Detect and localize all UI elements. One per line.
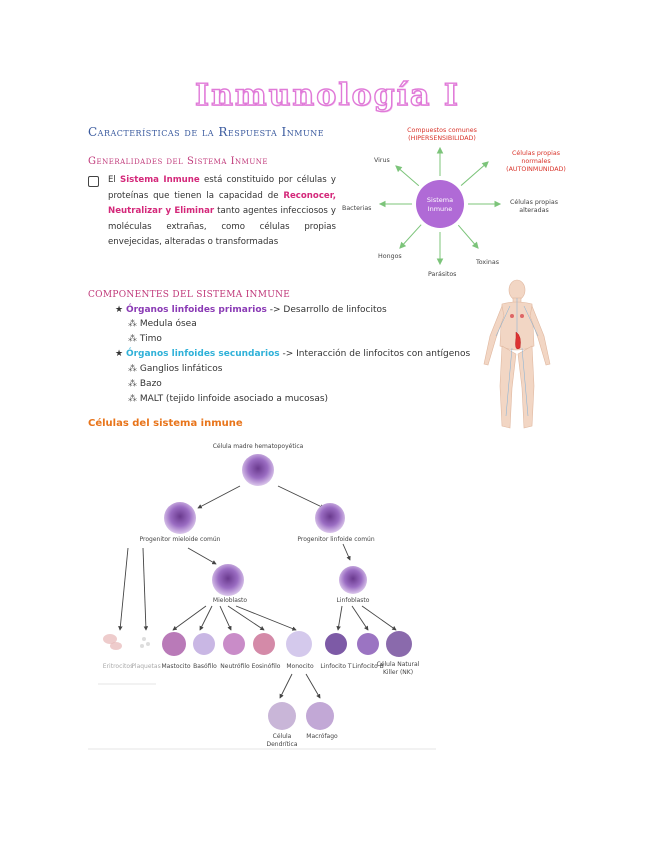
tree-leaf-label: Mastocito: [162, 663, 191, 670]
circle-label-2: Inmune: [428, 205, 453, 213]
sub-bullet-icon: ⁂: [128, 394, 140, 404]
tree-leaf-label: Basófilo: [193, 663, 217, 670]
diagram-label-top-left: Virus: [374, 157, 390, 164]
diagram-label-left: Bacterias: [342, 205, 371, 212]
paragraph-part: Sistema Inmune: [120, 175, 200, 185]
tree-leaf-label: Plaquetas: [131, 663, 160, 670]
diagram-arrow: [460, 161, 489, 186]
diagram-label-bottom: Parásitos: [428, 270, 456, 278]
diagram-label-top-right: normales: [521, 158, 550, 165]
tree-derived-label: Dendrítica: [266, 741, 297, 748]
lymphatic-body-figure: [483, 279, 551, 429]
diagram-arrowhead: [471, 241, 479, 249]
sub-bullet-icon: ⁂: [128, 379, 140, 389]
component-subitem-label: Bazo: [139, 379, 162, 389]
component-item: ★ Órganos linfoides secundarios -> Inter…: [115, 349, 470, 359]
immune-targets-diagram: Sistema Inmune Compuestos comunes(HIPERS…: [342, 127, 566, 278]
component-item: ★ Órganos linfoides primarios -> Desarro…: [115, 305, 387, 315]
diagram-arrowhead: [481, 161, 489, 169]
tree-root-label: Célula madre hematopoyética: [213, 443, 304, 450]
tree-leaf-label: Linfocito T: [320, 663, 351, 670]
tree-leaf-label: Killer (NK): [383, 669, 413, 676]
component-subitem-label: Medula ósea: [139, 319, 197, 329]
components-list: ★ Órganos linfoides primarios -> Desarro…: [0, 0, 655, 420]
component-subitem: ⁂ MALT (tejido linfoide asociado a mucos…: [128, 394, 328, 404]
tree-derived-label: Macrófago: [306, 733, 338, 740]
star-icon: ★: [115, 349, 126, 359]
component-subitem-label: MALT (tejido linfoide asociado a mucosas…: [139, 394, 329, 404]
component-description: -> Interacción de linfocitos con antígen…: [279, 349, 471, 359]
cell-shapes: [103, 454, 412, 730]
diagram-arrowhead: [436, 146, 444, 154]
paragraph-part: tanto agentes infecciosos y moléculas ex…: [108, 206, 336, 248]
tree-leaf-label: Eritrocitos: [103, 663, 133, 670]
diagram-label-top-right: (AUTOINMUNIDAD): [506, 166, 566, 173]
tree-myeloid-label: Progenitor mieloide común: [140, 536, 221, 543]
diagram-arrowhead: [399, 241, 407, 249]
diagram-label-top: Compuestos comunes: [407, 127, 477, 134]
sub-bullet-icon: ⁂: [128, 319, 140, 329]
diagram-arrowhead: [436, 258, 444, 266]
tree-lymphoblast-label: Linfoblasto: [337, 597, 370, 604]
component-subitem-label: Ganglios linfáticos: [139, 364, 223, 374]
tree-myeloblast-label: Mieloblasto: [213, 597, 248, 604]
tree-leaf-label: Célula Natural: [377, 661, 420, 668]
sub-bullet-icon: ⁂: [128, 364, 140, 374]
component-subitem: ⁂ Ganglios linfáticos: [128, 364, 222, 374]
sub-bullet-icon: ⁂: [128, 334, 140, 344]
section-heading-components: Componentes del sistema inmune: [88, 290, 291, 300]
page-title: Inmunología I: [194, 77, 460, 113]
diagram-arrowhead: [494, 200, 502, 208]
subheading-generalities: Generalidades del Sistema Inmune: [88, 156, 268, 167]
paragraph-part: El: [108, 175, 121, 185]
section-heading-cells: Células del sistema inmune: [88, 418, 243, 429]
component-subitem: ⁂ Timo: [128, 334, 162, 344]
circle-label-1: Sistema: [427, 196, 453, 204]
diagram-arrowhead: [395, 165, 403, 173]
star-icon: ★: [115, 305, 126, 315]
tree-leaf-label: Eosinófilo: [252, 663, 281, 670]
diagram-label-right: Células propias: [510, 198, 558, 206]
diagram-label-bottom-right: Toxinas: [475, 259, 499, 266]
diagram-label-bottom-left: Hongos: [378, 253, 402, 260]
paragraph-part: está constituido por células y proteínas…: [108, 175, 336, 201]
component-description: -> Desarrollo de linfocitos: [266, 305, 387, 315]
tree-lymphoid-label: Progenitor linfoide común: [297, 536, 374, 543]
diagram-label-top: (HIPERSENSIBILIDAD): [408, 135, 476, 142]
immune-system-paragraph: El Sistema Inmune está constituido por c…: [108, 173, 336, 251]
component-subitem: ⁂ Medula ósea: [128, 319, 197, 329]
tree-leaf-label: Neutrófilo: [220, 663, 250, 670]
diagram-arrowhead: [378, 200, 386, 208]
tree-leaf-label: Monocito: [286, 663, 314, 670]
square-bullet-icon: [88, 176, 99, 187]
component-label: Órganos linfoides primarios: [125, 305, 267, 315]
tree-leaf-label: Linfocito B: [352, 663, 384, 670]
immune-system-circle: [416, 180, 464, 228]
component-subitem: ⁂ Bazo: [128, 379, 162, 389]
component-subitem-label: Timo: [139, 334, 162, 344]
diagram-label-top-right: Células propias: [512, 149, 560, 157]
section-heading-characteristics: Características de la Respuesta Inmune: [88, 125, 325, 139]
paragraph-part: Reconocer, Neutralizar y Eliminar: [108, 190, 336, 217]
diagram-label-right: alteradas: [519, 207, 549, 214]
component-label: Órganos linfoides secundarios: [125, 349, 280, 359]
tree-derived-label: Célula: [273, 733, 292, 740]
